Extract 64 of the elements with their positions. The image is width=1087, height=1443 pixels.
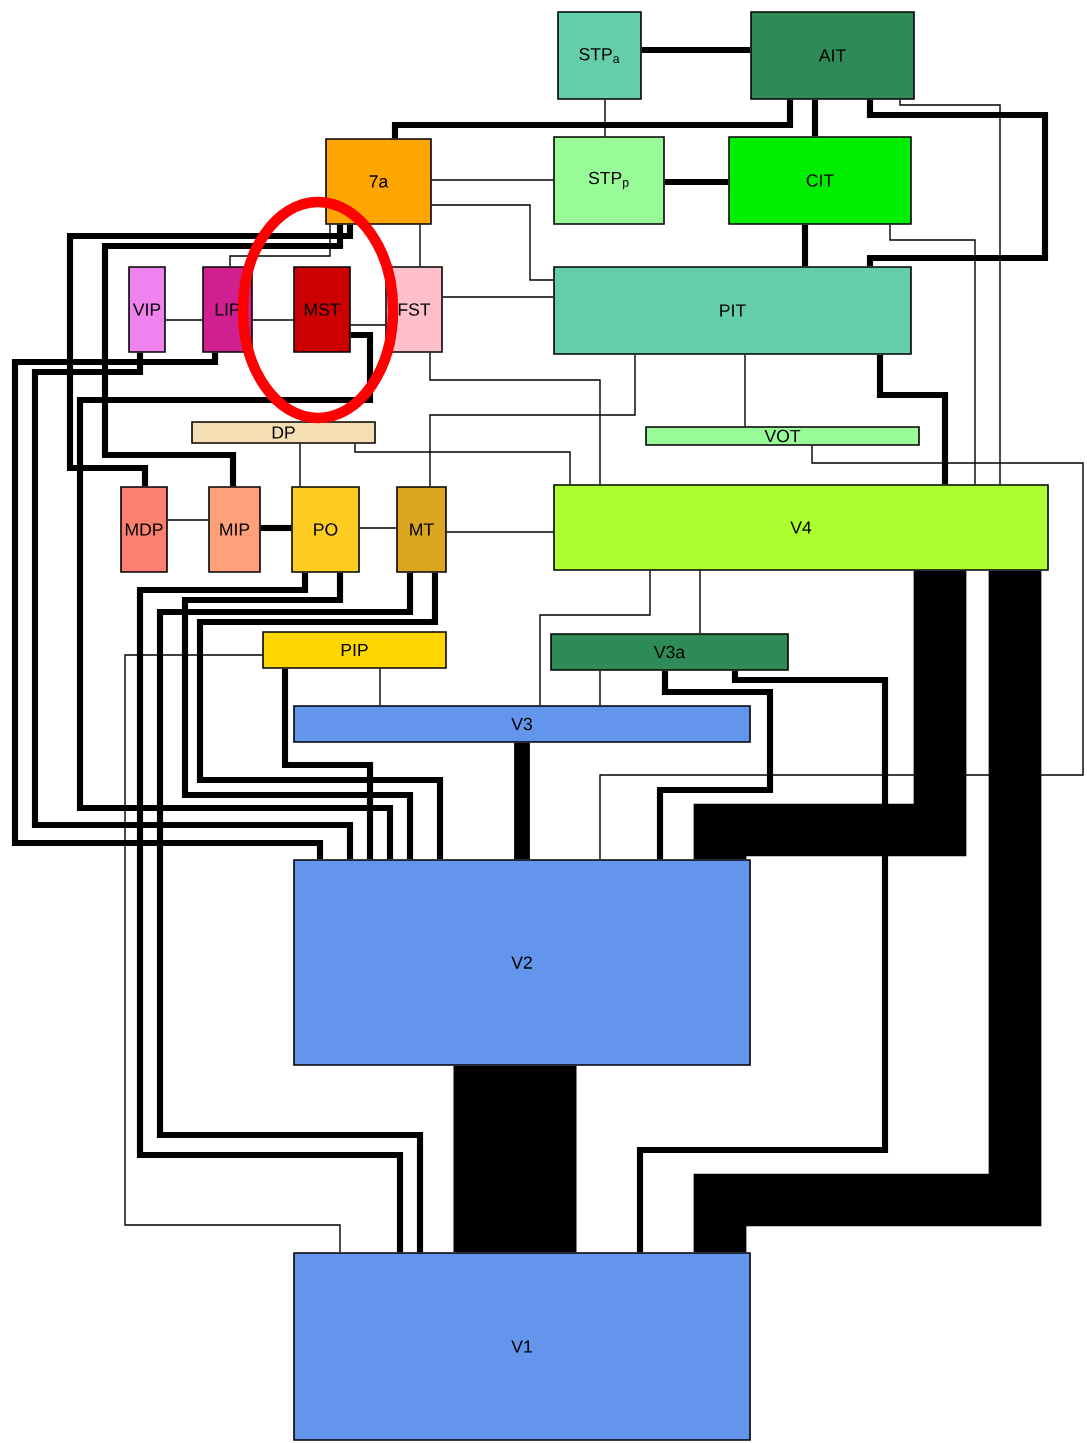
connection-line	[876, 354, 949, 485]
connection-line	[167, 519, 209, 521]
connection-line	[252, 319, 294, 321]
area-box: VIP	[128, 266, 166, 353]
connection-line	[656, 670, 774, 860]
connection-line	[391, 99, 794, 139]
connection-line	[431, 204, 554, 281]
area-box: MDP	[120, 486, 168, 573]
connection-line	[76, 331, 394, 860]
connection-line	[442, 296, 554, 298]
connection-line	[379, 668, 381, 706]
area-box: 7a	[325, 138, 432, 225]
connection-line	[699, 570, 701, 634]
area-box: DP	[191, 421, 376, 444]
area-box: PO	[291, 486, 360, 573]
connection-line	[350, 324, 386, 326]
connection-line	[260, 524, 292, 532]
area-box: AIT	[750, 11, 915, 100]
connection-line	[281, 668, 374, 860]
connection-line	[604, 99, 606, 137]
connection-line	[889, 224, 976, 485]
connection-line	[299, 443, 301, 487]
connection-line	[181, 572, 414, 860]
area-box: PIT	[553, 266, 912, 355]
connection-line	[641, 46, 751, 54]
connection-line	[446, 531, 554, 533]
connection-line	[899, 99, 1001, 485]
connection-line	[359, 527, 397, 529]
connection-line	[429, 352, 601, 485]
area-box: V3a	[550, 633, 789, 671]
connection-line	[636, 670, 889, 1253]
connection-line	[664, 178, 729, 186]
connection-line	[165, 319, 203, 321]
connection-line	[599, 445, 1084, 860]
area-box: V2	[293, 859, 751, 1066]
connection-line	[801, 224, 809, 267]
connection-line	[693, 570, 967, 860]
connection-line	[431, 179, 554, 181]
connection-line	[514, 742, 530, 860]
connection-line	[419, 224, 421, 267]
area-box: VOT	[645, 426, 920, 446]
connection-line	[744, 354, 746, 427]
connection-line	[124, 654, 341, 1253]
area-box: V3	[293, 705, 751, 743]
connection-line	[429, 354, 636, 487]
connection-line	[354, 443, 571, 485]
area-box: CIT	[728, 136, 912, 225]
area-box: MIP	[208, 486, 261, 573]
area-box: MT	[396, 486, 447, 573]
connection-line	[866, 99, 1049, 267]
connection-line	[229, 224, 331, 267]
connection-line	[599, 670, 601, 706]
connection-line	[811, 99, 819, 137]
connection-line	[101, 224, 344, 487]
area-box: V4	[553, 484, 1049, 571]
connection-line	[539, 570, 651, 706]
area-box: PIP	[262, 631, 447, 669]
connection-line	[693, 570, 1042, 1253]
connection-line	[66, 224, 354, 487]
area-box: STP$_{a}$	[557, 11, 642, 100]
area-box: MST	[293, 266, 351, 353]
area-box: V1	[293, 1252, 751, 1441]
connection-line	[196, 572, 444, 860]
area-box: STP$_{p}$	[553, 136, 665, 225]
